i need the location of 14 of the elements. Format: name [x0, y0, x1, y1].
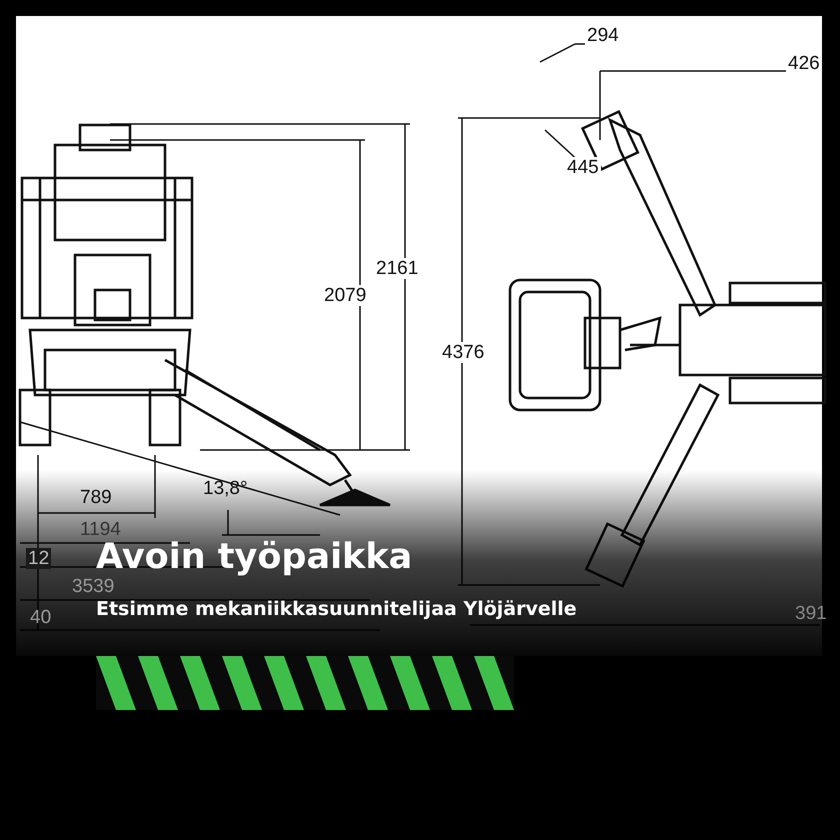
dimension-label: 1194 — [80, 520, 121, 539]
subheading: Etsimme mekaniikkasuunnitelijaa Ylöjärvelle — [96, 598, 577, 621]
dimension-label: 12 — [26, 548, 52, 569]
dimension-label: 391 — [795, 604, 827, 623]
heading: Avoin työpaikka — [96, 538, 412, 576]
dimension-label: 4376 — [440, 342, 486, 363]
dimension-label: 2161 — [374, 258, 420, 279]
dimension-label: 40 — [30, 608, 52, 627]
dimension-label: 2079 — [322, 285, 368, 306]
dimension-label: 426 — [786, 53, 822, 74]
dimension-label: 789 — [80, 488, 112, 507]
dimension-label: 294 — [585, 25, 621, 46]
dimension-label: 3539 — [72, 577, 114, 596]
dimension-label: 13,8° — [203, 479, 248, 498]
